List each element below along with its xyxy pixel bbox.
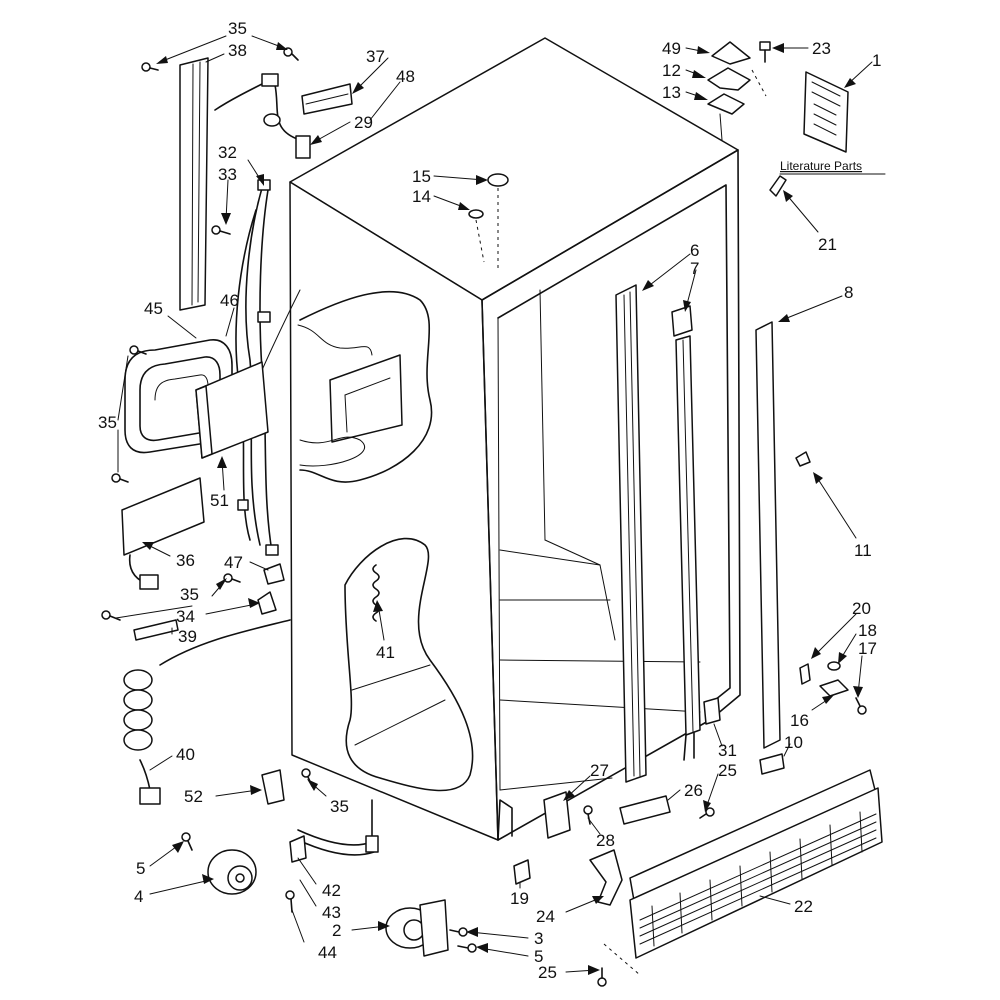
base-grille-22 <box>629 769 883 959</box>
callout-35-bottom: 35 <box>330 797 349 816</box>
callout-8: 8 <box>844 283 853 302</box>
callout-11: 11 <box>854 541 872 560</box>
callout-47: 47 <box>224 553 243 572</box>
callout-7: 7 <box>690 259 699 278</box>
bracket-37 <box>301 83 353 115</box>
callout-5-right: 5 <box>534 947 543 966</box>
callout-36: 36 <box>176 551 195 570</box>
block-26 <box>619 795 671 825</box>
callout-31: 31 <box>718 741 737 760</box>
hinge-bracket-16 <box>799 661 849 697</box>
callout-19: 19 <box>510 889 529 908</box>
clip-47 <box>263 563 285 585</box>
callout-4: 4 <box>134 887 143 906</box>
literature-parts-label: Literature Parts <box>780 159 862 173</box>
callout-21: 21 <box>818 235 837 254</box>
callout-25-right: 25 <box>718 761 737 780</box>
callout-49: 49 <box>662 39 681 58</box>
bracket-52 <box>261 769 285 805</box>
callout-28: 28 <box>596 831 615 850</box>
callout-1: 1 <box>872 51 881 70</box>
callout-48: 48 <box>396 67 415 86</box>
callout-34: 34 <box>176 607 195 626</box>
callout-52: 52 <box>184 787 203 806</box>
callout-40: 40 <box>176 745 195 764</box>
callout-35: 35 <box>228 19 247 38</box>
callout-16: 16 <box>790 711 809 730</box>
callout-25-bottom: 25 <box>538 963 557 982</box>
callout-35-left: 35 <box>98 413 117 432</box>
callout-39: 39 <box>178 627 197 646</box>
refrigerator-cabinet <box>289 37 741 841</box>
callout-13: 13 <box>662 83 681 102</box>
heater-strip-7 <box>671 305 701 761</box>
bottom-hinge-2 <box>385 899 449 957</box>
callout-6: 6 <box>690 241 699 260</box>
callout-35-mid: 35 <box>180 585 199 604</box>
callout-26: 26 <box>684 781 703 800</box>
drain-tube-41 <box>372 564 380 622</box>
water-tube-42 <box>289 799 379 863</box>
side-strip-38 <box>179 57 209 311</box>
callout-5-left: 5 <box>136 859 145 878</box>
clip-31 <box>703 697 721 725</box>
cover-36 <box>121 477 205 590</box>
callout-12: 12 <box>662 61 681 80</box>
callout-23: 23 <box>812 39 831 58</box>
bracket-24 <box>589 849 623 906</box>
callout-20: 20 <box>852 599 871 618</box>
callout-17: 17 <box>858 639 877 658</box>
bracket-27 <box>543 791 571 839</box>
callout-45: 45 <box>144 299 163 318</box>
trim-strip-8 <box>755 321 781 749</box>
leader-lines <box>115 35 873 975</box>
callout-38: 38 <box>228 41 247 60</box>
part-callouts: 35 38 37 48 29 32 33 45 46 35 51 36 47 3… <box>98 19 881 982</box>
callout-3: 3 <box>534 929 543 948</box>
callout-29: 29 <box>354 113 373 132</box>
callout-51: 51 <box>210 491 229 510</box>
harness-29 <box>214 73 311 159</box>
power-cord-40 <box>123 619 291 805</box>
insulation-pad-46 <box>195 361 269 459</box>
callout-44: 44 <box>318 943 337 962</box>
callout-24: 24 <box>536 907 555 926</box>
clip-21 <box>769 175 787 197</box>
callout-37: 37 <box>366 47 385 66</box>
callout-14: 14 <box>412 187 431 206</box>
callout-41: 41 <box>376 643 395 662</box>
clip-34 <box>257 591 277 615</box>
literature-booklet <box>803 71 849 153</box>
callout-2: 2 <box>332 921 341 940</box>
screws <box>101 47 867 987</box>
callout-18: 18 <box>858 621 877 640</box>
bracket-39 <box>133 619 179 641</box>
callout-46: 46 <box>220 291 239 310</box>
callout-22: 22 <box>794 897 813 916</box>
mullion-strip-6 <box>615 284 647 783</box>
callout-32: 32 <box>218 143 237 162</box>
callout-27: 27 <box>590 761 609 780</box>
callout-33: 33 <box>218 165 237 184</box>
clip-11 <box>795 451 811 467</box>
clip-19 <box>513 859 531 885</box>
callout-10: 10 <box>784 733 803 752</box>
top-hinge-parts <box>707 41 771 141</box>
callout-43: 43 <box>322 903 341 922</box>
caps-14-15 <box>468 173 509 270</box>
cap-10 <box>759 753 785 775</box>
caster-4 <box>207 849 257 895</box>
callout-42: 42 <box>322 881 341 900</box>
callout-15: 15 <box>412 167 431 186</box>
